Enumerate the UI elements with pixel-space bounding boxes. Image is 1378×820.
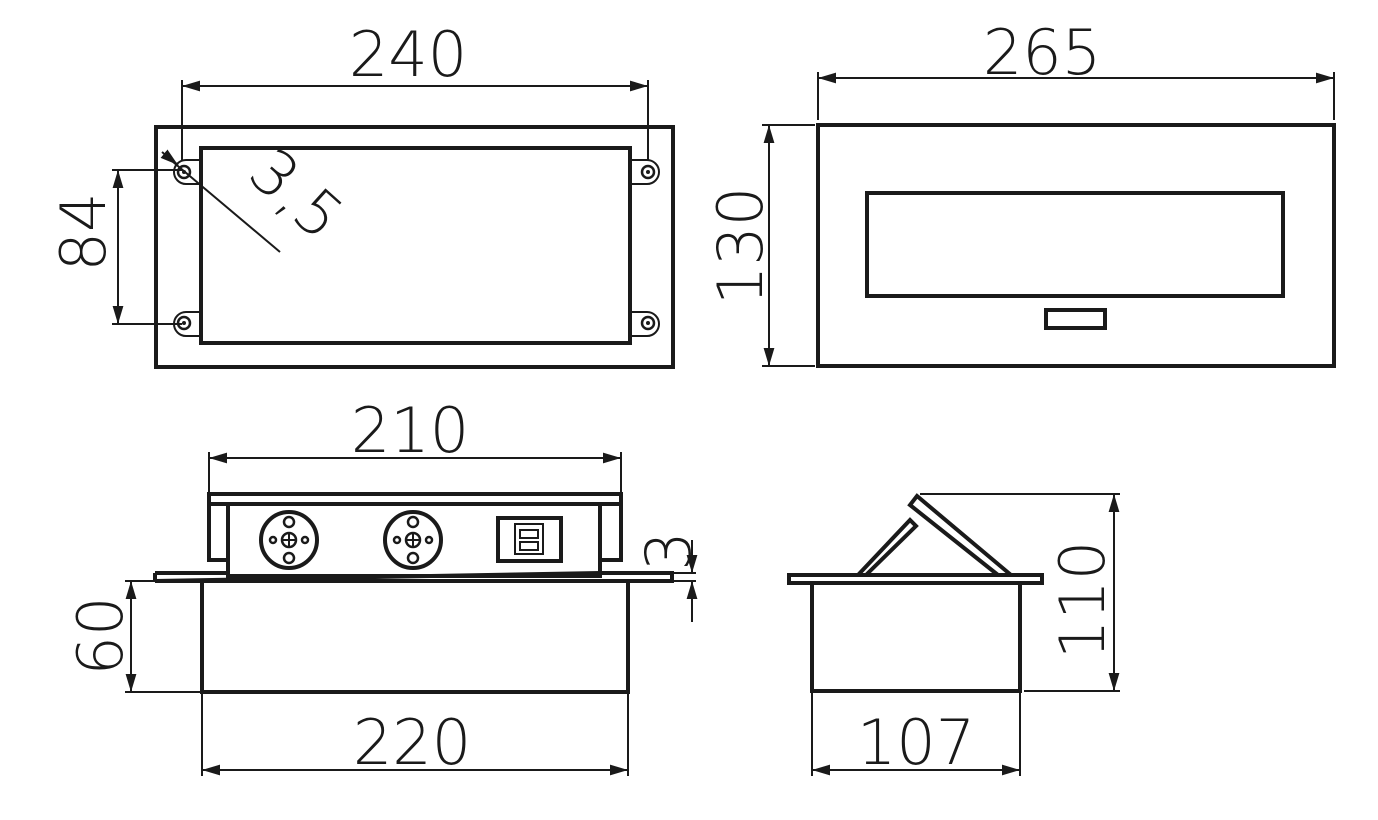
dim-label-3: 3	[632, 531, 705, 570]
open-panel-left	[856, 517, 919, 577]
outer-frame	[154, 125, 675, 369]
dim-label-130: 130	[704, 187, 777, 305]
lid-handle	[1044, 308, 1107, 330]
mounting-tab-bottom-right	[630, 311, 660, 337]
front-view: 210 3 60 220	[64, 394, 705, 779]
inner-cutout	[199, 146, 632, 345]
schuko-socket-2	[383, 510, 443, 570]
dim-label-107: 107	[857, 706, 975, 779]
right-bracket	[598, 504, 623, 562]
leader-line-hole	[165, 155, 281, 253]
mounting-tab-top-left	[173, 159, 201, 185]
lid-outline	[816, 123, 1336, 368]
dim-label-3-5: 3,5	[235, 134, 357, 254]
left-bracket	[207, 504, 230, 562]
dim-label-240: 240	[349, 18, 467, 91]
dim-label-220: 220	[353, 706, 471, 779]
dim-label-84: 84	[47, 193, 120, 272]
dim-label-210: 210	[351, 394, 469, 467]
dim-label-60: 60	[64, 597, 137, 676]
front-cover-plate	[207, 492, 623, 506]
lid-window	[865, 191, 1285, 298]
side-view: 110 107	[787, 493, 1120, 779]
mounting-tab-top-right	[630, 159, 660, 185]
open-panel-right	[907, 493, 1013, 577]
lid-view: 265 130	[704, 16, 1336, 368]
top-view: 240 84 3,5	[47, 18, 675, 369]
dim-label-110: 110	[1046, 541, 1119, 659]
dim-label-265: 265	[983, 16, 1101, 89]
data-port	[496, 516, 563, 563]
front-body	[200, 579, 630, 694]
leader-arrow-hole	[160, 149, 179, 166]
schuko-socket-1	[259, 510, 319, 570]
side-body	[810, 581, 1022, 693]
